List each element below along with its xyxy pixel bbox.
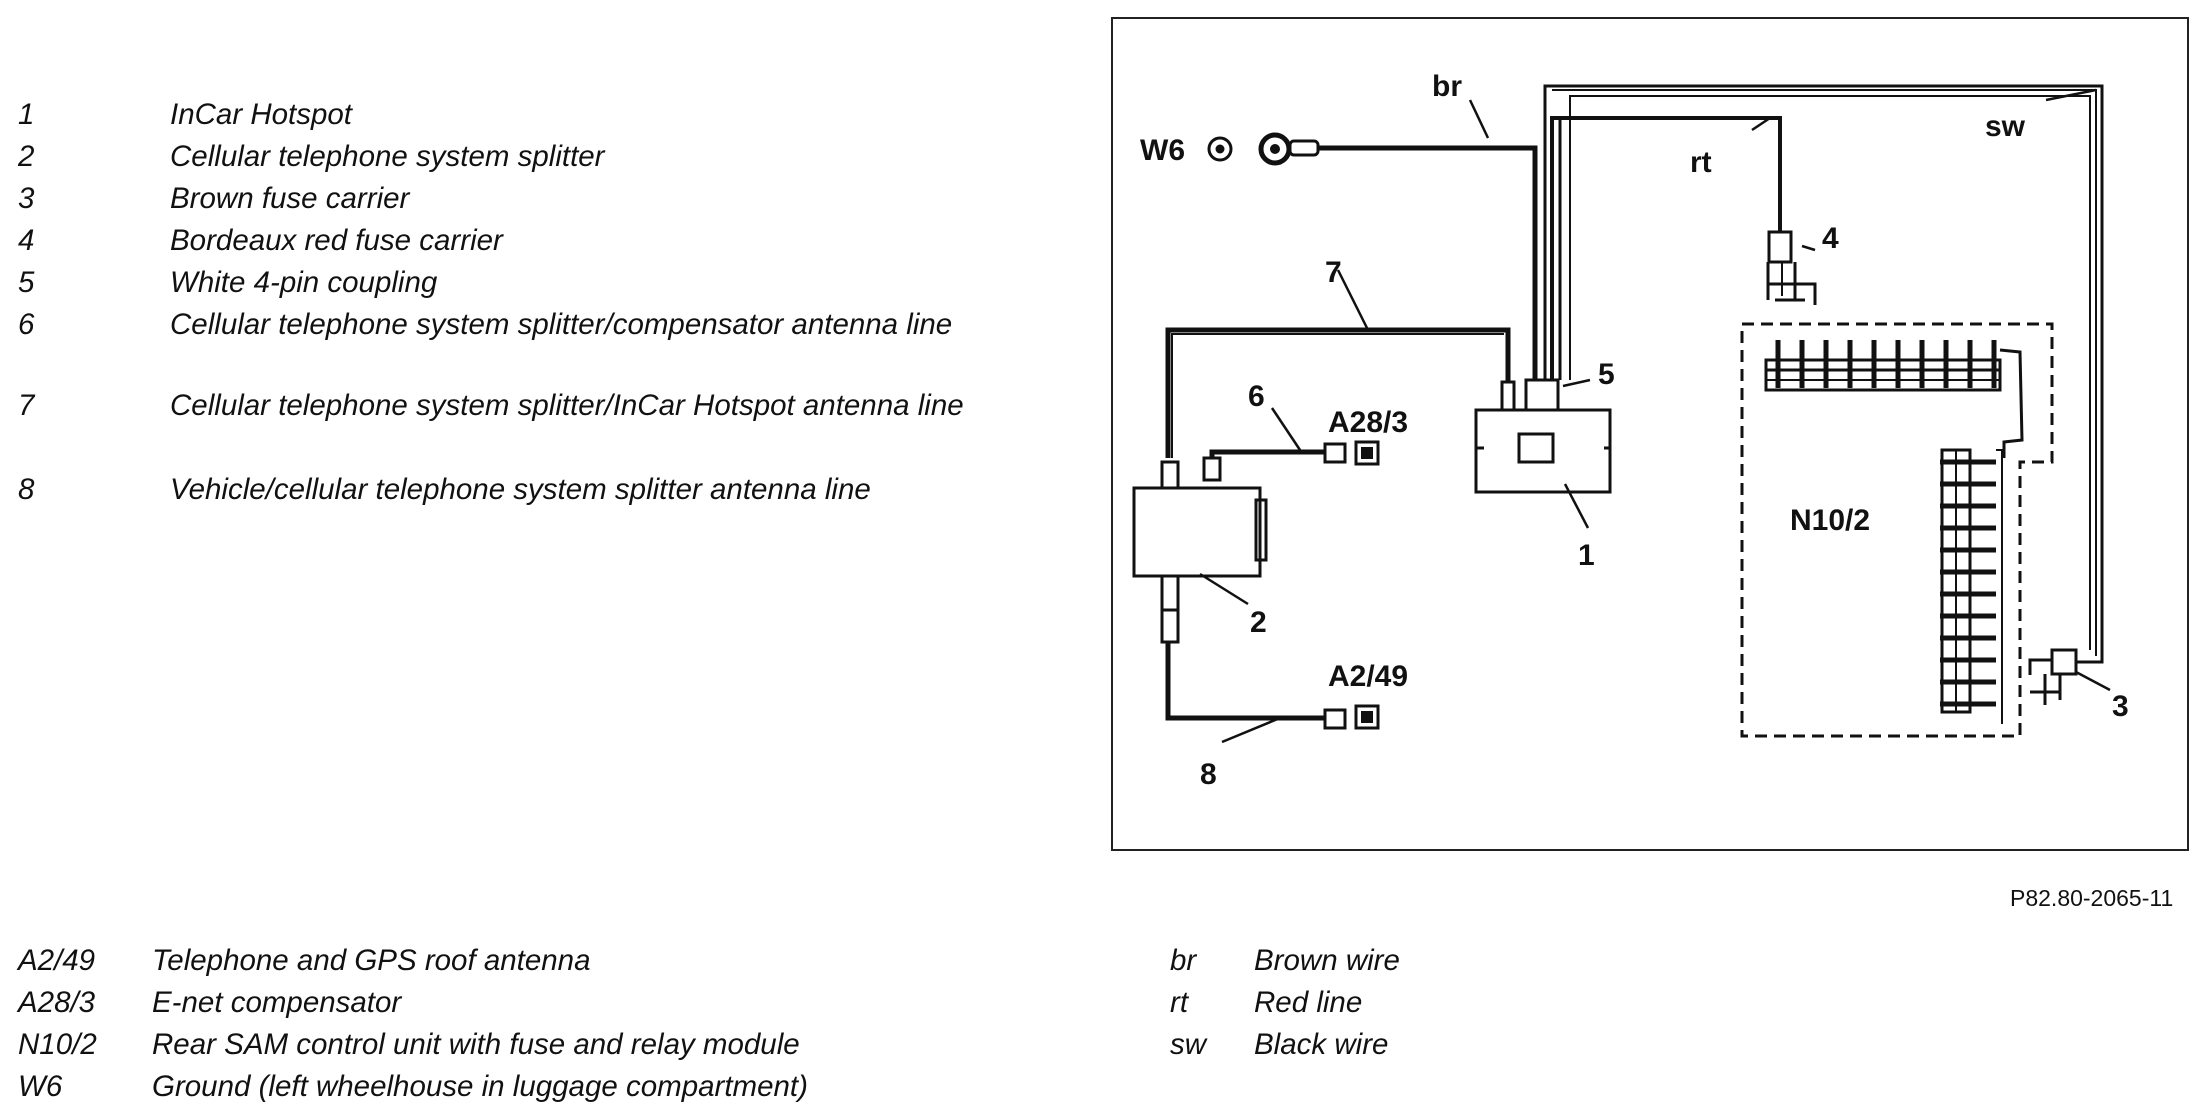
legend-text: Cellular telephone system splitter/compe… [170, 308, 953, 341]
legend-text: Telephone and GPS roof antenna [152, 944, 591, 977]
antenna-line-8 [1165, 642, 1347, 730]
legend-key: 1 [18, 98, 35, 131]
legend-text: Red line [1254, 986, 1363, 1019]
antenna-line-7 [1165, 327, 1511, 458]
label-rt: rt [1690, 146, 1712, 179]
legend-text: White 4-pin coupling [170, 266, 438, 299]
legend-key: 2 [18, 140, 35, 173]
legend-text: Black wire [1254, 1028, 1389, 1061]
ground-w6-symbol [1207, 132, 1320, 166]
legend-key: A2/49 [18, 944, 96, 977]
legend-text: Brown wire [1254, 944, 1400, 977]
legend-key: N10/2 [18, 1028, 97, 1061]
figure-code: P82.80-2065-11 [2010, 885, 2174, 911]
label-2: 2 [1250, 606, 1267, 639]
label-w6: W6 [1140, 134, 1185, 167]
label-8: 8 [1200, 758, 1217, 791]
label-5: 5 [1598, 358, 1615, 391]
legend-key: rt [1170, 986, 1189, 1019]
fuse-carrier-4 [1766, 230, 1817, 305]
label-1: 1 [1578, 539, 1595, 572]
label-br: br [1432, 70, 1462, 103]
label-n10-2: N10/2 [1790, 504, 1870, 537]
legend-text: Brown fuse carrier [170, 182, 410, 215]
label-a28-3: A28/3 [1328, 406, 1408, 439]
legend-text: Vehicle/cellular telephone system splitt… [170, 473, 871, 506]
splitter-box [1132, 456, 1268, 644]
legend-key: 7 [18, 389, 35, 422]
legend-text: InCar Hotspot [170, 98, 352, 131]
leader-lines [1199, 88, 2111, 744]
legend-key: 6 [18, 308, 35, 341]
legend-key: 3 [18, 182, 35, 215]
legend-key: 8 [18, 473, 35, 506]
incar-hotspot-box [1474, 378, 1612, 494]
legend-key: 4 [18, 224, 35, 257]
legend-text: E-net compensator [152, 986, 402, 1019]
legend-text: Rear SAM control unit with fuse and rela… [152, 1028, 800, 1061]
label-sw: sw [1985, 110, 2026, 143]
legend-text: Cellular telephone system splitter/InCar… [170, 389, 964, 422]
label-7: 7 [1325, 256, 1342, 289]
legend-key: W6 [18, 1070, 63, 1103]
sam-fuse-row-top [1764, 340, 2024, 458]
legend-text: Ground (left wheelhouse in luggage compa… [152, 1070, 808, 1103]
legend-key: sw [1170, 1028, 1207, 1061]
diagram-frame [1111, 17, 2189, 851]
label-4: 4 [1822, 222, 1839, 255]
legend-text: Cellular telephone system splitter [170, 140, 605, 173]
label-6: 6 [1248, 380, 1265, 413]
fuse-carrier-3 [2028, 648, 2078, 705]
roof-antenna-connector [1354, 704, 1380, 730]
diagram-labels: W6 br rt sw A28/3 A2/49 N10/2 1 2 3 4 5 … [1140, 70, 2129, 791]
label-3: 3 [2112, 690, 2129, 723]
sam-unit-outline [1740, 322, 2054, 738]
legend-text: Bordeaux red fuse carrier [170, 224, 503, 257]
legend-key: br [1170, 944, 1197, 977]
label-a2-49: A2/49 [1328, 660, 1408, 693]
antenna-line-6 [1209, 442, 1347, 464]
legend-key: A28/3 [18, 986, 96, 1019]
sam-fuse-column [1940, 448, 2003, 724]
compensator-connector [1354, 440, 1380, 466]
legend-key: 5 [18, 266, 35, 299]
